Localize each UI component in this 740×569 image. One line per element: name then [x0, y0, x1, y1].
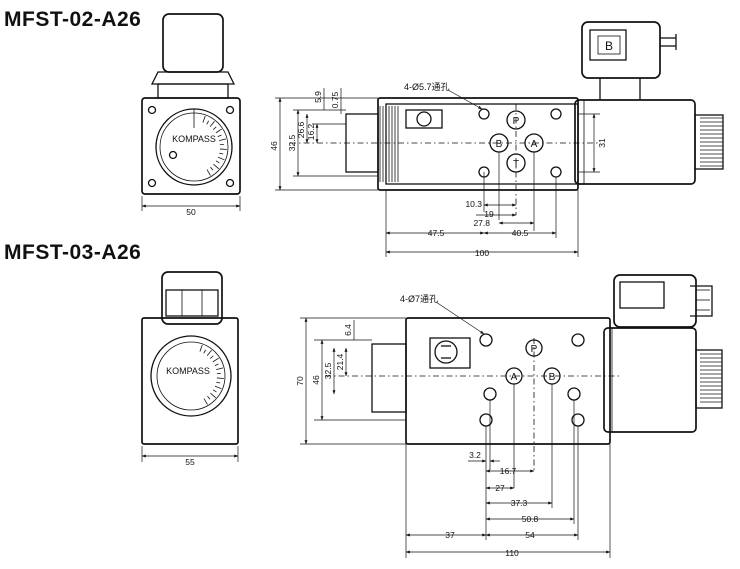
- model-title-bottom: MFST-03-A26: [4, 241, 142, 264]
- dim-32-5-bottom: 32.5: [323, 362, 333, 379]
- port-label-t-top: T: [513, 159, 519, 170]
- dim-40-5-top: 40.5: [512, 228, 529, 238]
- dim-100-top: 100: [475, 248, 489, 258]
- dim-19-top: 19: [484, 209, 494, 219]
- dim-70-bottom: 70: [295, 376, 305, 386]
- dim-47-5-top: 47.5: [428, 228, 445, 238]
- dim-46-top: 46: [269, 141, 279, 151]
- hole-note-top: 4-Ø5.7通孔: [404, 82, 450, 92]
- connector-letter-top: B: [605, 39, 613, 53]
- brand-label-bottom: KOMPASS: [166, 366, 210, 376]
- port-label-b-top: B: [496, 139, 503, 150]
- dim-front-width-top: 50: [186, 207, 196, 217]
- dim-3-2-bottom: 3.2: [469, 450, 481, 460]
- port-label-a-bottom: A: [511, 372, 518, 383]
- dim-54-bottom: 54: [525, 530, 535, 540]
- dim-10-3-top: 10.3: [465, 199, 482, 209]
- dim-110-bottom: 110: [505, 548, 519, 558]
- dim-37-bottom: 37: [445, 530, 455, 540]
- bottom-front-view: KOMPASS 55: [141, 271, 239, 467]
- dim-21-4-bottom: 21.4: [335, 353, 345, 370]
- hole-note-bottom: 4-Ø7通孔: [400, 294, 438, 304]
- dim-0-75-top: 0.75: [330, 91, 340, 108]
- bottom-side-view: P A B 4-Ø7通孔 70 46 32.5 21.4 6.4: [295, 274, 723, 558]
- top-side-view: B P T A B 4-Ø5.7通孔: [269, 21, 724, 258]
- dim-27-bottom: 27: [495, 483, 505, 493]
- dim-front-width-bottom: 55: [185, 457, 195, 467]
- dim-6-4-bottom: 6.4: [343, 324, 353, 336]
- port-label-b-bottom: B: [549, 372, 556, 383]
- dim-5-9-top: 5.9: [313, 91, 323, 103]
- port-label-a-top: A: [531, 139, 538, 150]
- model-title-top: MFST-02-A26: [4, 8, 142, 31]
- brand-label-top: KOMPASS: [172, 134, 216, 144]
- dim-37-3-bottom: 37.3: [511, 498, 528, 508]
- dim-16-7-bottom: 16.7: [500, 466, 517, 476]
- dim-27-8-top: 27.8: [473, 218, 490, 228]
- dim-32-5-top: 32.5: [287, 134, 297, 151]
- dim-46-bottom: 46: [311, 375, 321, 385]
- top-front-view: KOMPASS 50: [141, 13, 241, 217]
- dim-31-top: 31: [597, 138, 607, 148]
- dim-16-2-top: 16.2: [306, 123, 316, 140]
- dim-50-8-bottom: 50.8: [522, 514, 539, 524]
- port-label-p-bottom: P: [531, 344, 538, 355]
- dim-26-6-top: 26.6: [296, 121, 306, 138]
